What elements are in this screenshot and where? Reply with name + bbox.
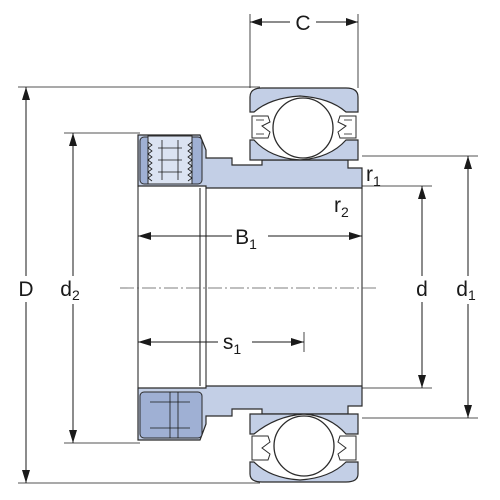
bore-outline: [137, 186, 363, 388]
seal-bottom-left: [251, 435, 271, 461]
label-B1: B1: [235, 226, 257, 252]
seal-top-right: [337, 115, 357, 139]
outer-ring-bottom-section: [249, 413, 359, 483]
inner-ring-bottom-section: [137, 385, 363, 441]
label-d1: d1: [456, 278, 476, 303]
seal-top-left: [251, 115, 271, 139]
ball-bottom: [273, 415, 335, 477]
ball-top: [272, 97, 334, 159]
label-r2: r2: [334, 194, 349, 220]
dimension-d2: d2: [58, 132, 140, 444]
label-r1: r1: [366, 163, 381, 189]
label-D: D: [18, 278, 33, 301]
dimension-d-bore: d: [362, 185, 432, 389]
label-s1: s1: [223, 331, 242, 357]
dimension-d1: d1: [362, 155, 488, 419]
label-d2: d2: [60, 278, 80, 303]
label-c: C: [295, 12, 310, 35]
dimension-c: C: [249, 10, 359, 88]
seal-bottom-right: [337, 435, 357, 461]
outer-ring-top-section: [249, 87, 359, 161]
dimension-b1: B1: [138, 224, 362, 252]
label-d: d: [416, 278, 428, 301]
dimension-s1: s1: [138, 330, 305, 357]
grub-screw: [147, 135, 193, 185]
dimension-d-outer: D: [16, 86, 260, 484]
